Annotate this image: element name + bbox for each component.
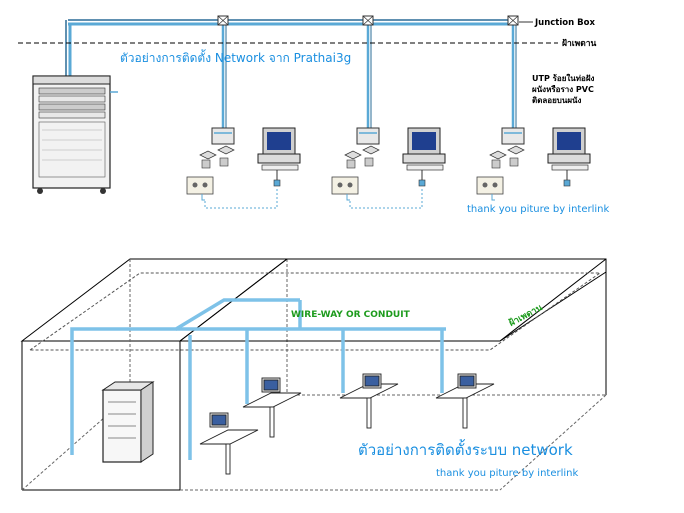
bottom-credit: thank you piture by interlink (436, 468, 579, 479)
wireway-conduit (70, 298, 446, 460)
utp-note-line-1: UTP ร้อยในท่อฝัง (532, 74, 595, 83)
server-rack-icon (32, 75, 118, 194)
patch-link-1 (204, 188, 278, 209)
room-outline (20, 258, 607, 491)
desk-icon (199, 373, 495, 475)
top-cable-run (65, 19, 518, 128)
workstation-group-2 (331, 127, 446, 201)
wireway-label: WIRE-WAY OR CONDUIT (291, 310, 410, 320)
junction-box-label: Junction Box (535, 18, 595, 28)
utp-note-line-2: ผนังหรือราง PVC (532, 85, 594, 94)
top-credit: thank you piture by interlink (467, 204, 610, 215)
patch-link-2 (349, 188, 423, 209)
bottom-caption: ตัวอย่างการติดตั้งระบบ network (358, 441, 573, 459)
workstation-group-1 (186, 127, 301, 201)
workstation-group-3 (476, 127, 591, 201)
junction-box-icon (217, 15, 519, 26)
utp-note: UTP ร้อยในท่อฝัง ผนังหรือราง PVC ติดลอยบ… (532, 73, 594, 106)
top-caption: ตัวอย่างการติดตั้ง Network จาก Prathai3g (120, 51, 352, 65)
ceiling-label-top: ฝ้าเพดาน (562, 39, 597, 49)
utp-note-line-3: ติดลอยบนผนัง (532, 96, 582, 105)
bottom-rack-icon (101, 381, 155, 463)
